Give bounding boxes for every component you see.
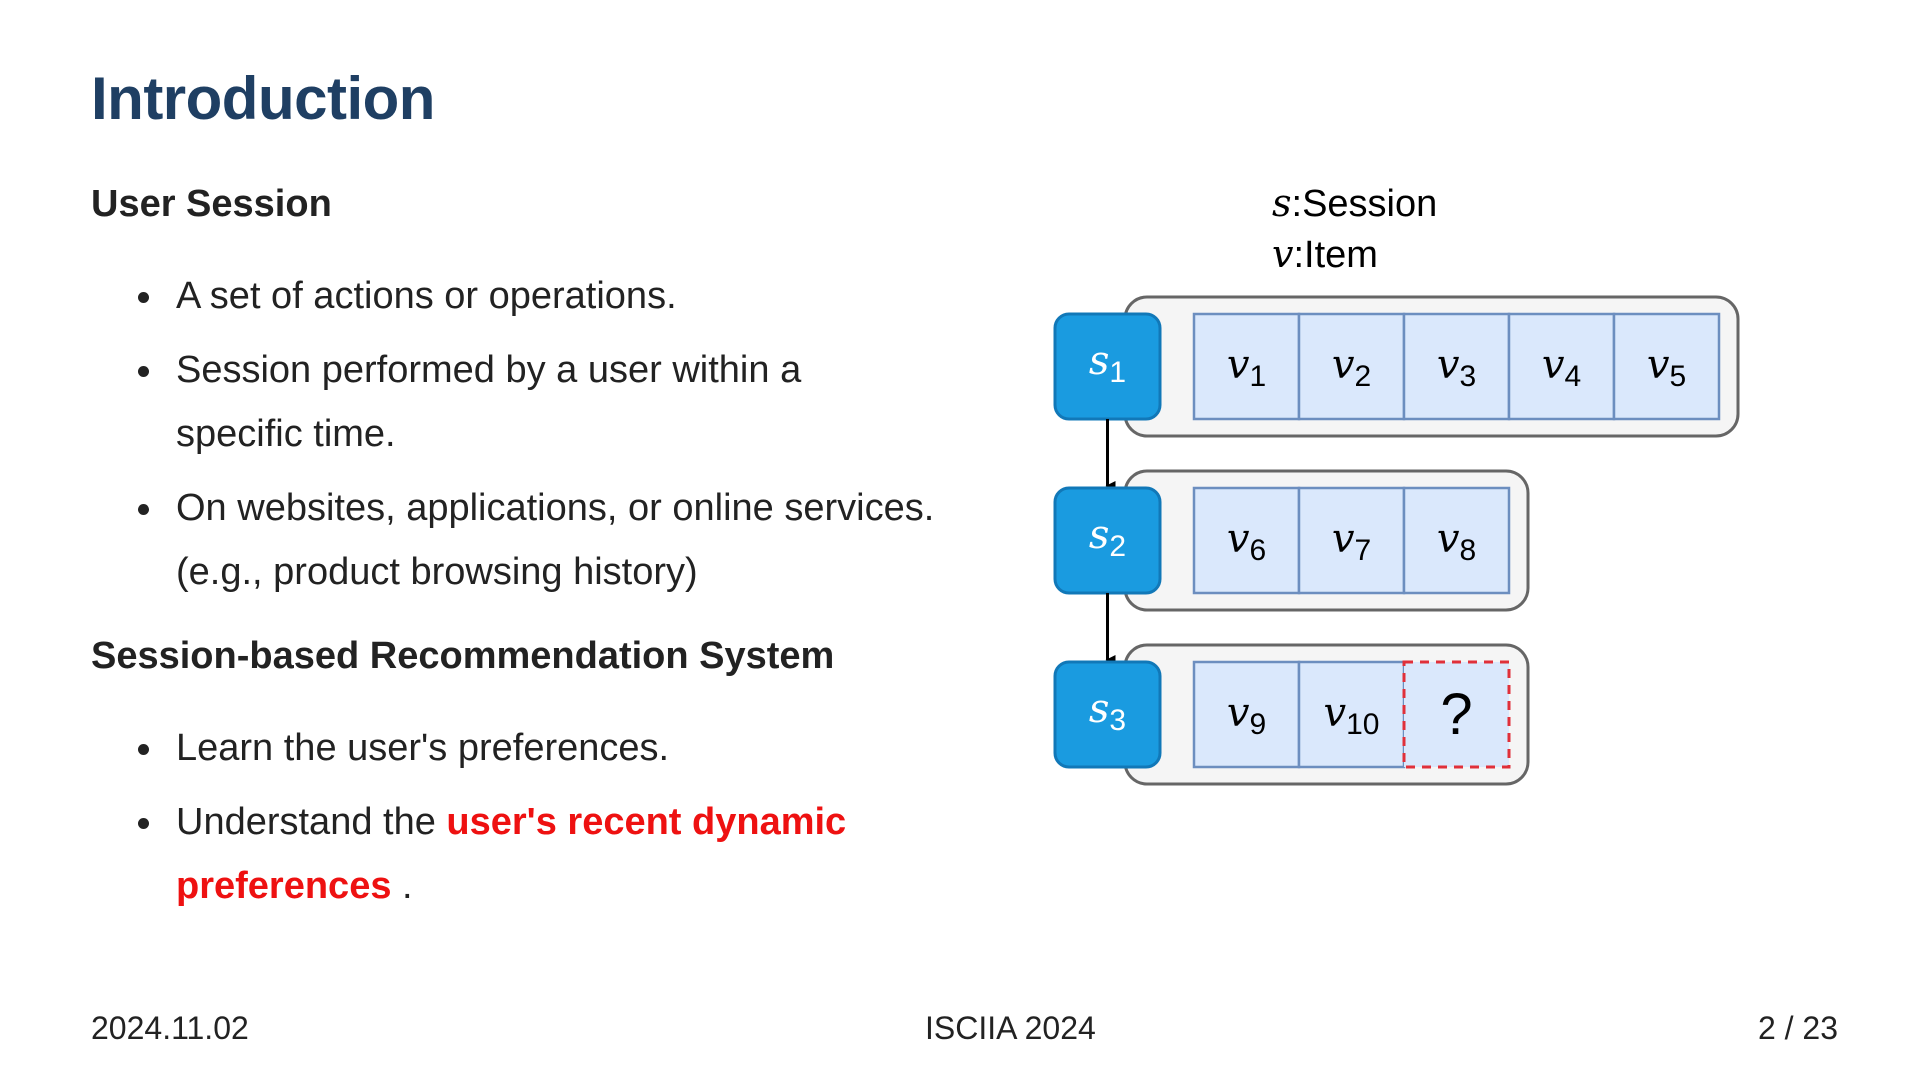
item-box — [1612, 312, 1721, 421]
session-rows: v1 v2 v3 v4 v5 s1 v6 v7 v8 s2 v9 v10? s3 — [1053, 295, 1740, 786]
item-label: v3 — [1437, 342, 1476, 393]
footer-page-number: 2 / 23 — [1757, 1010, 1838, 1046]
bullet-item: Session performed by a user within a spe… — [91, 338, 876, 466]
item-box — [1402, 486, 1511, 595]
bullet-item: On websites, applications, or online ser… — [91, 476, 936, 604]
bullet-item: Learn the user's preferences. — [91, 716, 936, 780]
session-label: s3 — [1089, 686, 1126, 737]
legend-item-label: :Item — [1293, 234, 1377, 276]
emphasis-text: user's recent dynamic preferences — [176, 801, 847, 907]
bullet-dot — [138, 366, 149, 377]
legend-session-label: :Session — [1292, 183, 1438, 225]
recommendation-bullets: Learn the user's preferences. Understand… — [91, 716, 951, 928]
footer-date: 2024.11.02 — [91, 1010, 249, 1046]
session-box — [1053, 660, 1162, 769]
legend-item: v:Item — [1272, 232, 1378, 276]
item-label: v7 — [1332, 516, 1371, 567]
item-label: v6 — [1227, 516, 1266, 567]
item-label: v1 — [1227, 342, 1266, 393]
unknown-item-label: ? — [1440, 682, 1472, 747]
slide-title: Introduction — [91, 65, 435, 132]
session-label: s2 — [1089, 512, 1126, 563]
section-heading-recommendation: Session-based Recommendation System — [91, 635, 835, 677]
legend-session: s:Session — [1272, 181, 1437, 225]
bullet-item: Understand the user's recent dynamic pre… — [91, 790, 936, 918]
session-label: s1 — [1089, 338, 1126, 389]
item-label: v2 — [1332, 342, 1371, 393]
section-heading-user-session: User Session — [91, 183, 332, 225]
bullet-text: Learn the user's preferences. — [176, 727, 670, 769]
item-label: v5 — [1647, 342, 1686, 393]
footer-conference: ISCIIA 2024 — [925, 1010, 1096, 1046]
item-box — [1192, 660, 1301, 769]
item-label: v9 — [1227, 690, 1266, 741]
user-session-bullets: A set of actions or operations. Session … — [91, 264, 951, 614]
bullet-dot — [138, 504, 149, 515]
unknown-item-box — [1402, 660, 1511, 769]
item-label: v8 — [1437, 516, 1476, 567]
bullet-dot — [138, 818, 149, 829]
item-box — [1297, 660, 1406, 769]
bullet-text-prefix: Understand the — [176, 801, 447, 843]
legend-item-symbol: v — [1272, 232, 1294, 276]
bullet-text: On websites, applications, or online ser… — [176, 487, 935, 593]
bullet-text-suffix: . — [391, 865, 413, 907]
item-label: v10 — [1324, 690, 1380, 741]
item-box — [1192, 486, 1301, 595]
bullet-dot — [138, 744, 149, 755]
bullet-item: A set of actions or operations. — [91, 264, 876, 328]
item-box — [1402, 312, 1511, 421]
bullet-text: Session performed by a user within a spe… — [176, 349, 802, 455]
bullet-dot — [138, 292, 149, 303]
legend-session-symbol: s — [1272, 181, 1292, 225]
item-box — [1507, 312, 1616, 421]
item-label: v4 — [1542, 342, 1581, 393]
bullet-text: A set of actions or operations. — [176, 275, 677, 317]
